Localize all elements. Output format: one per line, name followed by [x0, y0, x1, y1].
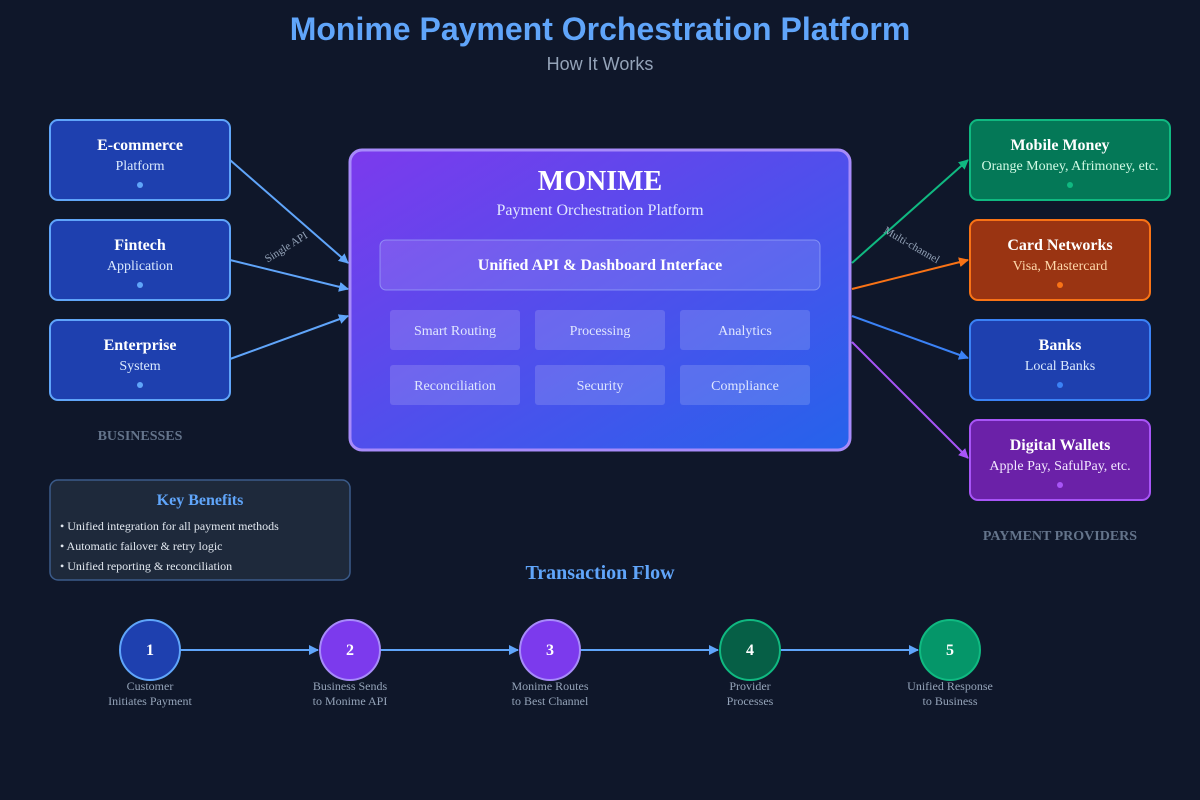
- provider-subtitle: Local Banks: [1025, 359, 1095, 374]
- step-circle: [119, 619, 181, 681]
- page-subtitle: How It Works: [547, 54, 654, 74]
- provider-card-networks[interactable]: Card Networks Visa, Mastercard: [969, 219, 1151, 301]
- connector-ecommerce: [229, 159, 349, 264]
- status-dot-icon: [137, 282, 143, 288]
- flow-step-1[interactable]: 1 Customer Initiates Payment: [108, 619, 192, 708]
- provider-title: Digital Wallets: [1010, 437, 1111, 454]
- status-dot-icon: [1067, 182, 1073, 188]
- step-label: Business Sends: [313, 679, 388, 693]
- businesses-label: BUSINESSES: [98, 429, 183, 444]
- step-label: Initiates Payment: [108, 694, 192, 708]
- step-label: to Business: [922, 694, 977, 708]
- step-circle: [919, 619, 981, 681]
- benefit-item: • Unified reporting & reconciliation: [60, 559, 232, 573]
- providers-label: PAYMENT PROVIDERS: [983, 529, 1137, 544]
- benefit-item: • Unified integration for all payment me…: [60, 519, 279, 533]
- business-ecommerce[interactable]: E-commerce Platform: [49, 119, 231, 201]
- module-label: Reconciliation: [414, 379, 496, 394]
- flow-step-2[interactable]: 2 Business Sends to Monime API: [313, 619, 388, 708]
- step-label: Processes: [727, 694, 774, 708]
- platform-title: MONIME: [538, 166, 662, 197]
- step-label: Provider: [729, 679, 770, 693]
- business-title: E-commerce: [97, 137, 183, 154]
- status-dot-icon: [137, 382, 143, 388]
- connector-digital-wallets: [851, 341, 969, 459]
- provider-connectors: [851, 159, 969, 459]
- business-fintech[interactable]: Fintech Application: [49, 219, 231, 301]
- interface-label: Unified API & Dashboard Interface: [478, 257, 722, 274]
- module-compliance[interactable]: Compliance: [680, 365, 810, 405]
- step-label: to Best Channel: [512, 694, 589, 708]
- business-subtitle: Platform: [116, 159, 165, 174]
- module-label: Analytics: [718, 324, 772, 339]
- connector-banks: [851, 315, 969, 360]
- connector-mobile-money: [851, 159, 969, 264]
- key-benefits-panel: Key Benefits • Unified integration for a…: [49, 479, 351, 581]
- step-label: to Monime API: [313, 694, 388, 708]
- provider-subtitle: Orange Money, Afrimoney, etc.: [981, 159, 1158, 174]
- page-title: Monime Payment Orchestration Platform: [290, 11, 911, 47]
- business-subtitle: Application: [107, 259, 173, 274]
- module-security[interactable]: Security: [535, 365, 665, 405]
- benefit-item: • Automatic failover & retry logic: [60, 539, 223, 553]
- benefits-title: Key Benefits: [157, 492, 244, 509]
- provider-title: Mobile Money: [1010, 137, 1109, 154]
- module-label: Compliance: [711, 379, 779, 394]
- connector-card-networks: [851, 257, 969, 290]
- module-analytics[interactable]: Analytics: [680, 310, 810, 350]
- flow-step-4[interactable]: 4 Provider Processes: [719, 619, 781, 708]
- step-number: 2: [346, 642, 354, 659]
- provider-digital-wallets[interactable]: Digital Wallets Apple Pay, SafulPay, etc…: [969, 419, 1151, 501]
- step-number: 5: [946, 642, 954, 659]
- step-label: Customer: [127, 679, 174, 693]
- business-connectors: [229, 159, 349, 360]
- flow-step-3[interactable]: 3 Monime Routes to Best Channel: [512, 619, 589, 708]
- step-label: Monime Routes: [512, 679, 589, 693]
- flow-step-5[interactable]: 5 Unified Response to Business: [907, 619, 993, 708]
- business-subtitle: System: [119, 359, 160, 374]
- unified-interface[interactable]: Unified API & Dashboard Interface: [379, 239, 821, 291]
- monime-platform: MONIME Payment Orchestration Platform Un…: [348, 148, 852, 452]
- connector-fintech: [229, 259, 349, 292]
- business-title: Enterprise: [104, 337, 177, 354]
- step-label: Unified Response: [907, 679, 993, 693]
- provider-subtitle: Apple Pay, SafulPay, etc.: [989, 459, 1130, 474]
- module-smart-routing[interactable]: Smart Routing: [390, 310, 520, 350]
- flow-title: Transaction Flow: [525, 562, 675, 584]
- step-number: 4: [746, 642, 754, 659]
- platform-subtitle: Payment Orchestration Platform: [496, 202, 704, 219]
- step-number: 1: [146, 642, 154, 659]
- module-processing[interactable]: Processing: [535, 310, 665, 350]
- multi-channel-label: Multi-channel: [882, 225, 942, 267]
- provider-banks[interactable]: Banks Local Banks: [969, 319, 1151, 401]
- step-circle: [719, 619, 781, 681]
- provider-mobile-money[interactable]: Mobile Money Orange Money, Afrimoney, et…: [969, 119, 1171, 201]
- status-dot-icon: [1057, 382, 1063, 388]
- step-circle: [519, 619, 581, 681]
- single-api-label: Single API: [263, 229, 310, 265]
- business-enterprise[interactable]: Enterprise System: [49, 319, 231, 401]
- module-label: Processing: [570, 324, 631, 339]
- status-dot-icon: [1057, 482, 1063, 488]
- business-title: Fintech: [114, 237, 166, 254]
- provider-subtitle: Visa, Mastercard: [1013, 259, 1108, 274]
- provider-title: Banks: [1039, 337, 1082, 354]
- step-circle: [319, 619, 381, 681]
- module-reconciliation[interactable]: Reconciliation: [390, 365, 520, 405]
- module-label: Security: [577, 379, 624, 394]
- provider-title: Card Networks: [1007, 237, 1112, 254]
- module-label: Smart Routing: [414, 324, 496, 339]
- step-number: 3: [546, 642, 554, 659]
- status-dot-icon: [137, 182, 143, 188]
- status-dot-icon: [1057, 282, 1063, 288]
- connector-enterprise: [229, 314, 349, 360]
